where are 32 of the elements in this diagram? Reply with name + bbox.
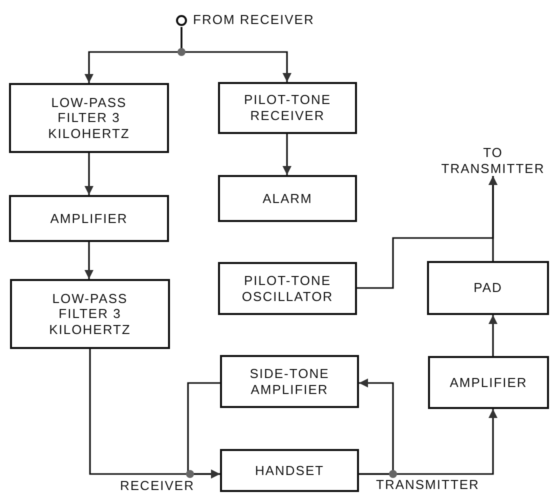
block-label: SIDE-TONE AMPLIFIER bbox=[248, 366, 330, 398]
arrow bbox=[180, 27, 292, 82]
block-label: LOW-PASS FILTER 3 KILOHERTZ bbox=[47, 94, 131, 142]
block bbox=[9, 83, 169, 153]
arrow bbox=[359, 409, 498, 475]
arrow bbox=[84, 242, 94, 279]
block bbox=[218, 262, 357, 315]
block bbox=[220, 355, 359, 408]
arrow bbox=[84, 153, 94, 195]
block-label: AMPLIFIER bbox=[450, 374, 528, 390]
block-label: PAD bbox=[474, 280, 502, 296]
block-label: LOW-PASS FILTER 3 KILOHERTZ bbox=[48, 290, 132, 338]
block-label: PILOT-TONE OSCILLATOR bbox=[240, 272, 334, 304]
arrow bbox=[187, 382, 220, 478]
block bbox=[9, 195, 169, 242]
block-label: AMPLIFIER bbox=[50, 210, 128, 226]
block-label: ALARM bbox=[262, 190, 312, 206]
block bbox=[218, 175, 357, 222]
signal-label: RECEIVER bbox=[120, 478, 194, 493]
block-label: PILOT-TONE RECEIVER bbox=[242, 92, 332, 124]
block bbox=[427, 261, 549, 315]
block bbox=[10, 279, 170, 349]
terminal-label: TO TRANSMITTER bbox=[440, 145, 546, 177]
block bbox=[220, 449, 359, 492]
block bbox=[428, 356, 549, 409]
arrow bbox=[282, 134, 292, 175]
arrow bbox=[357, 176, 498, 289]
signal-label: TRANSMITTER bbox=[376, 477, 480, 492]
block-label: HANDSET bbox=[254, 462, 324, 478]
block bbox=[218, 82, 357, 134]
arrow bbox=[488, 315, 498, 356]
terminal-label: FROM RECEIVER bbox=[193, 12, 314, 28]
